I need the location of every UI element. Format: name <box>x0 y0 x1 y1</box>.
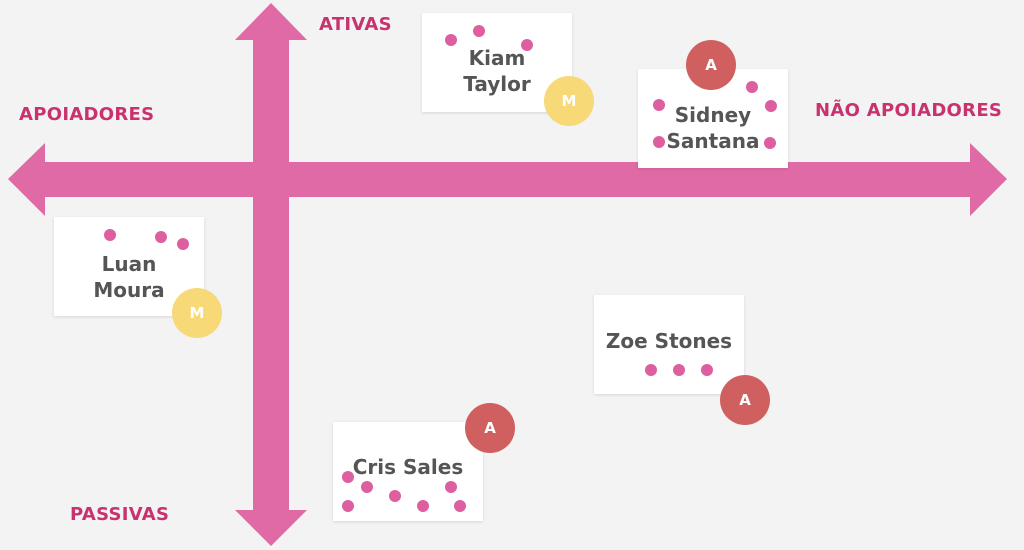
rating-dot <box>417 500 429 512</box>
rating-dot <box>673 364 685 376</box>
rating-dot <box>445 34 457 46</box>
rating-dot <box>473 25 485 37</box>
rating-dot <box>653 136 665 148</box>
rating-dot <box>389 490 401 502</box>
badge-m: M <box>544 76 594 126</box>
label-ativas: ATIVAS <box>319 14 392 35</box>
rating-dot <box>746 81 758 93</box>
stakeholder-name: Zoe Stones <box>605 329 733 353</box>
rating-dot <box>361 481 373 493</box>
rating-dot <box>104 229 116 241</box>
label-apoiadores: APOIADORES <box>19 104 155 125</box>
rating-dot <box>342 500 354 512</box>
badge-a: A <box>720 375 770 425</box>
rating-dot <box>445 481 457 493</box>
rating-dot <box>342 471 354 483</box>
stakeholder-card-kiam-taylor[interactable]: Kiam Taylor <box>422 13 572 112</box>
rating-dot <box>701 364 713 376</box>
rating-dot <box>521 39 533 51</box>
badge-a: A <box>686 40 736 90</box>
horizontal-axis-arrow <box>8 143 1007 216</box>
stakeholder-card-zoe-stones[interactable]: Zoe Stones <box>594 295 744 394</box>
badge-a: A <box>465 403 515 453</box>
rating-dot <box>653 99 665 111</box>
vertical-axis-arrow <box>235 3 307 546</box>
rating-dot <box>155 231 167 243</box>
stakeholder-name: Cris Sales <box>352 455 464 479</box>
rating-dot <box>177 238 189 250</box>
stakeholder-name: Kiam Taylor <box>463 46 531 96</box>
stakeholder-name: Sidney Santana <box>666 103 760 153</box>
label-nao-apoiadores: NÃO APOIADORES <box>815 100 1003 121</box>
stakeholder-name: Luan Moura <box>93 252 165 302</box>
badge-m: M <box>172 288 222 338</box>
rating-dot <box>764 137 776 149</box>
rating-dot <box>765 100 777 112</box>
stakeholder-card-sidney-santana[interactable]: Sidney Santana <box>638 69 788 168</box>
rating-dot <box>454 500 466 512</box>
stakeholder-card-cris-sales[interactable]: Cris Sales <box>333 422 483 521</box>
rating-dot <box>645 364 657 376</box>
label-passivas: PASSIVAS <box>70 504 170 525</box>
